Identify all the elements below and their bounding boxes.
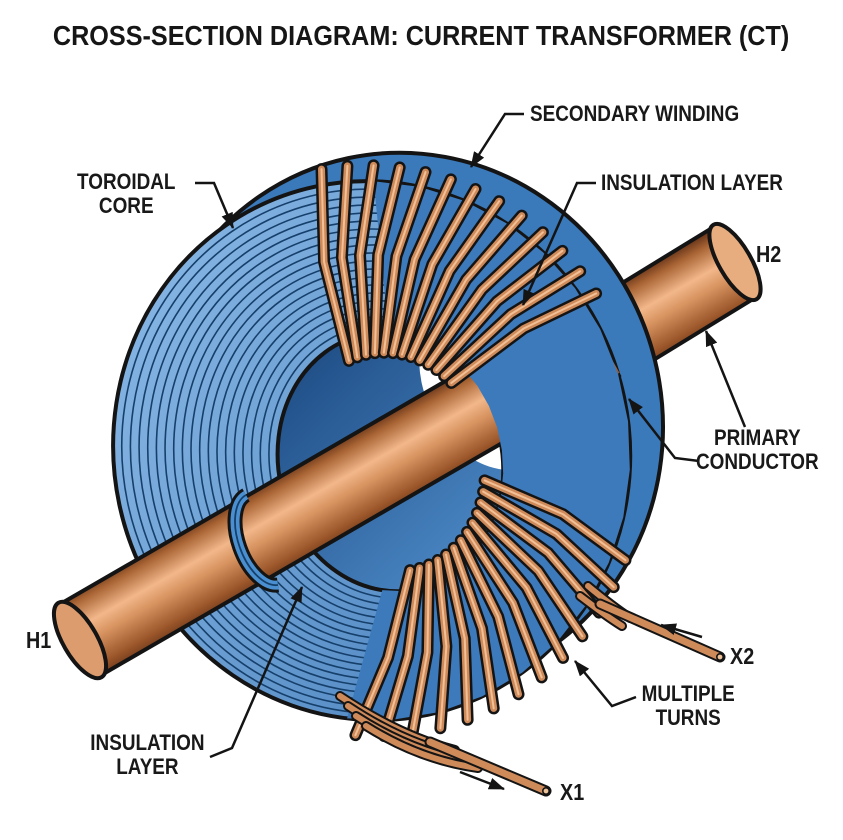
rod-end-h1 <box>51 599 109 681</box>
secondary-winding-turns <box>315 159 632 743</box>
label-toroidal-core: TOROIDAL CORE <box>76 169 176 219</box>
winding-turn <box>382 171 427 354</box>
label-x1: X1 <box>560 779 585 805</box>
rod-end-h2 <box>707 221 763 303</box>
secondary-winding-leader <box>469 112 524 168</box>
x1-lead-wire <box>424 736 552 797</box>
label-primary-conductor: PRIMARY CONDUCTOR <box>695 425 819 475</box>
winding-turn <box>427 231 544 366</box>
insulation-sleeve <box>227 488 280 593</box>
winding-turn <box>443 270 582 378</box>
winding-turn <box>450 292 598 384</box>
x1-current-direction-arrow <box>459 770 505 791</box>
winding-turn <box>401 188 477 356</box>
primary-conductor-leader <box>704 330 747 428</box>
toroidal-core-leader <box>195 181 235 229</box>
label-h2: H2 <box>756 241 782 267</box>
leader-arrows <box>195 112 747 791</box>
winding-turn <box>459 539 520 696</box>
winding-turn <box>411 563 430 735</box>
label-h1: H1 <box>26 627 52 653</box>
insulation-layer-bottom-leader <box>209 586 304 759</box>
winding-turn <box>445 553 469 721</box>
winding-turn <box>466 530 543 679</box>
insulation-layer-top-leader <box>521 181 596 306</box>
label-multiple-turns: MULTIPLE TURNS <box>641 681 735 731</box>
winding-turn <box>383 566 421 738</box>
winding-turn <box>418 214 523 362</box>
winding-turn <box>482 490 615 589</box>
winding-turn <box>471 521 565 659</box>
label-secondary-winding: SECONDARY WINDING <box>530 101 740 126</box>
winding-turn <box>373 166 401 355</box>
winding-turn <box>409 200 501 359</box>
lead-wires <box>335 581 726 797</box>
label-x2: X2 <box>730 643 755 669</box>
page-title: CROSS-SECTION DIAGRAM: CURRENT TRANSFORM… <box>53 20 790 51</box>
label-insulation-layer-bottom: INSULATION LAYER <box>89 730 205 780</box>
winding-turn <box>320 168 350 362</box>
x2-current-direction-arrow <box>660 623 703 639</box>
multiple-turns-leader <box>574 660 637 708</box>
winding-turn <box>436 559 448 730</box>
x2-lead-wire <box>594 598 726 663</box>
winding-turn <box>452 546 495 710</box>
winding-turn <box>483 479 627 562</box>
label-insulation-layer-top: INSULATION LAYER <box>601 170 783 195</box>
winding-turn <box>475 511 584 638</box>
winding-turn <box>391 178 452 355</box>
winding-turn <box>340 164 359 359</box>
primary-conductor-leader-2 <box>628 398 700 463</box>
winding-turn <box>358 164 375 356</box>
